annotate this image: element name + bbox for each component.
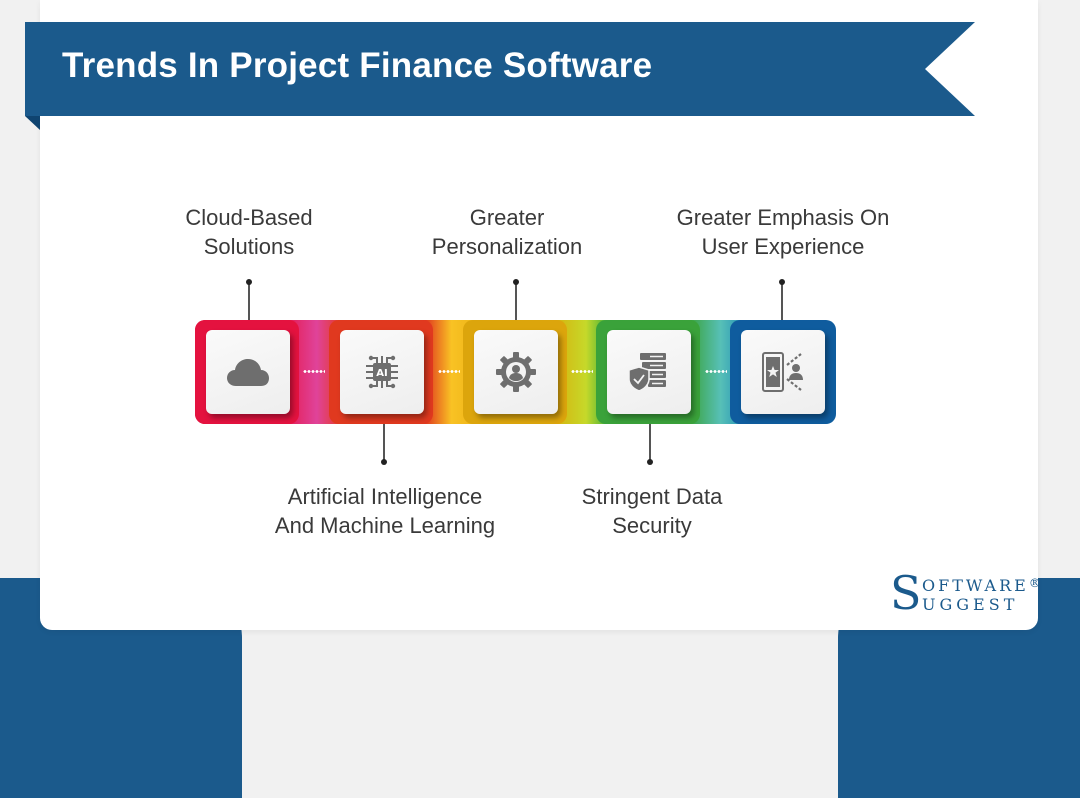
connector-line	[647, 424, 653, 465]
ai-chip-icon: AI	[366, 355, 398, 389]
trend-label-cloud: Cloud-Based Solutions	[99, 203, 399, 261]
connector-line	[779, 279, 785, 320]
logo-initial: S	[890, 566, 922, 620]
label-line: And Machine Learning	[274, 513, 496, 538]
tile-cloud	[206, 330, 290, 414]
tile-frame-security	[596, 320, 700, 424]
tile-user-experience	[741, 330, 825, 414]
label-line: Personalization	[431, 234, 583, 259]
label-line: Security	[612, 513, 692, 538]
trend-label-ai: Artificial Intelligence And Machine Lear…	[235, 482, 535, 540]
logo-line2: UGGEST	[922, 595, 1019, 614]
connector-line	[513, 279, 519, 320]
cloud-icon	[227, 359, 269, 386]
connector-dot	[647, 459, 653, 465]
connector-line	[381, 424, 387, 465]
tile-security	[607, 330, 691, 414]
registered-mark: ®	[1028, 576, 1041, 590]
tile-frame-user-experience	[730, 320, 834, 424]
svg-text:AI: AI	[376, 368, 387, 379]
ribbon-shape	[25, 22, 975, 130]
tile-personalization	[474, 330, 558, 414]
softwaresuggest-logo: S OFTWARE® UGGEST	[890, 568, 1041, 618]
dotted-link	[303, 370, 325, 373]
user-gear-icon	[496, 352, 536, 392]
logo-line1: OFTWARE®	[922, 576, 1041, 595]
label-line: Greater Emphasis On	[676, 205, 890, 230]
connector-dot	[246, 279, 252, 285]
page-title: Trends In Project Finance Software	[62, 46, 653, 85]
dotted-link	[705, 370, 727, 373]
label-line: Solutions	[203, 234, 295, 259]
tile-frame-personalization	[463, 320, 567, 424]
connector-dot	[779, 279, 785, 285]
tile-frame-ai: AI	[329, 320, 433, 424]
label-line: Stringent Data	[581, 484, 723, 509]
tile-frame-cloud	[195, 320, 299, 424]
title-ribbon: Trends In Project Finance Software	[25, 22, 975, 130]
dotted-link	[571, 370, 593, 373]
logo-line1-text: OFTWARE	[922, 576, 1029, 595]
label-line: User Experience	[701, 234, 865, 259]
mobile-user-icon	[762, 352, 803, 392]
dotted-link	[438, 370, 460, 373]
label-line: Artificial Intelligence	[287, 484, 483, 509]
connector-line	[246, 279, 252, 320]
connector-dot	[513, 279, 519, 285]
trend-label-user-experience: Greater Emphasis On User Experience	[633, 203, 933, 261]
connector-dot	[381, 459, 387, 465]
trend-label-security: Stringent Data Security	[502, 482, 802, 540]
label-line: Greater	[469, 205, 545, 230]
label-line: Cloud-Based	[185, 205, 313, 230]
trend-band: AI	[195, 320, 836, 424]
trend-label-personalization: Greater Personalization	[357, 203, 657, 261]
tile-ai: AI	[340, 330, 424, 414]
shield-server-icon	[628, 353, 666, 392]
